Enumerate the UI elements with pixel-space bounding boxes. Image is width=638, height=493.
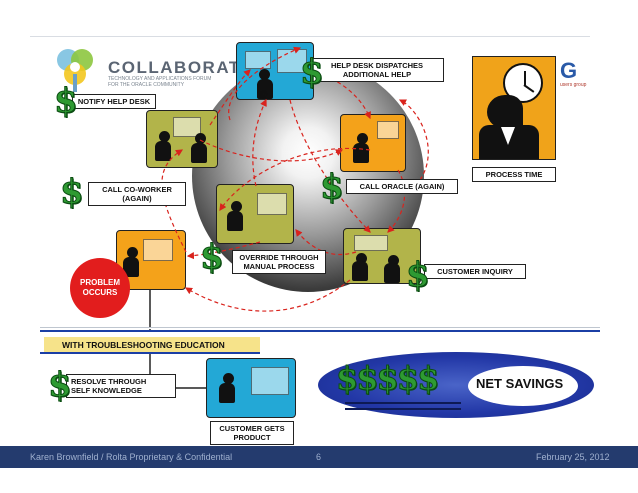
self-knowledge-illustration bbox=[206, 358, 296, 418]
bottom-margin bbox=[0, 468, 638, 493]
self-knowledge-label: RESOLVE THROUGH SELF KNOWLEDGE bbox=[66, 374, 176, 398]
partner-logo: G bbox=[560, 58, 577, 84]
net-savings-label: NET SAVINGS bbox=[476, 376, 563, 391]
savings-dollars: $$$$$ bbox=[336, 362, 437, 394]
customer-gets-product-label: CUSTOMER GETS PRODUCT bbox=[210, 421, 294, 445]
notify-help-desk-label: NOTIFY HELP DESK bbox=[72, 94, 156, 109]
process-time-illustration bbox=[472, 56, 556, 160]
override-illustration bbox=[216, 184, 294, 244]
footer-author: Karen Brownfield / Rolta Proprietary & C… bbox=[30, 452, 232, 462]
call-oracle-label: CALL ORACLE (AGAIN) bbox=[346, 179, 458, 194]
savings-underline bbox=[345, 402, 461, 404]
brand-name: COLLABORATE bbox=[108, 58, 254, 78]
call-coworker-label: CALL CO-WORKER (AGAIN) bbox=[88, 182, 186, 206]
problem-occurs-badge: PROBLEM OCCURS bbox=[70, 258, 130, 318]
dollar-icon: $ bbox=[406, 258, 430, 292]
savings-underline-2 bbox=[345, 408, 461, 410]
dollar-icon: $ bbox=[200, 240, 224, 274]
customer-inquiry-label: CUSTOMER INQUIRY bbox=[424, 264, 526, 279]
footer-page-number: 6 bbox=[316, 452, 321, 462]
dollar-icon: $ bbox=[48, 368, 72, 402]
section-divider-blue bbox=[40, 330, 600, 332]
dollar-icon: $ bbox=[300, 55, 324, 89]
education-underline bbox=[40, 352, 260, 354]
override-label: OVERRIDE THROUGH MANUAL PROCESS bbox=[232, 250, 326, 274]
education-heading: WITH TROUBLESHOOTING EDUCATION bbox=[44, 337, 260, 353]
process-time-label: PROCESS TIME bbox=[472, 167, 556, 182]
help-desk-dispatch-label: HELP DESK DISPATCHES ADDITIONAL HELP bbox=[310, 58, 444, 82]
dollar-icon: $ bbox=[320, 170, 344, 204]
dollar-icon: $ bbox=[60, 175, 84, 209]
notify-illustration bbox=[146, 110, 218, 168]
section-divider bbox=[40, 327, 600, 329]
slide-footer: Karen Brownfield / Rolta Proprietary & C… bbox=[0, 446, 638, 468]
call-oracle-illustration bbox=[340, 114, 406, 172]
header-rule bbox=[30, 36, 590, 37]
footer-date: February 25, 2012 bbox=[536, 452, 610, 462]
at-sign-icon: @ bbox=[259, 89, 268, 99]
brand-tagline: TECHNOLOGY AND APPLICATIONS FORUM FOR TH… bbox=[108, 76, 218, 88]
dollar-icon: $ bbox=[54, 84, 78, 118]
partner-logo-subtitle: users group bbox=[560, 82, 586, 88]
